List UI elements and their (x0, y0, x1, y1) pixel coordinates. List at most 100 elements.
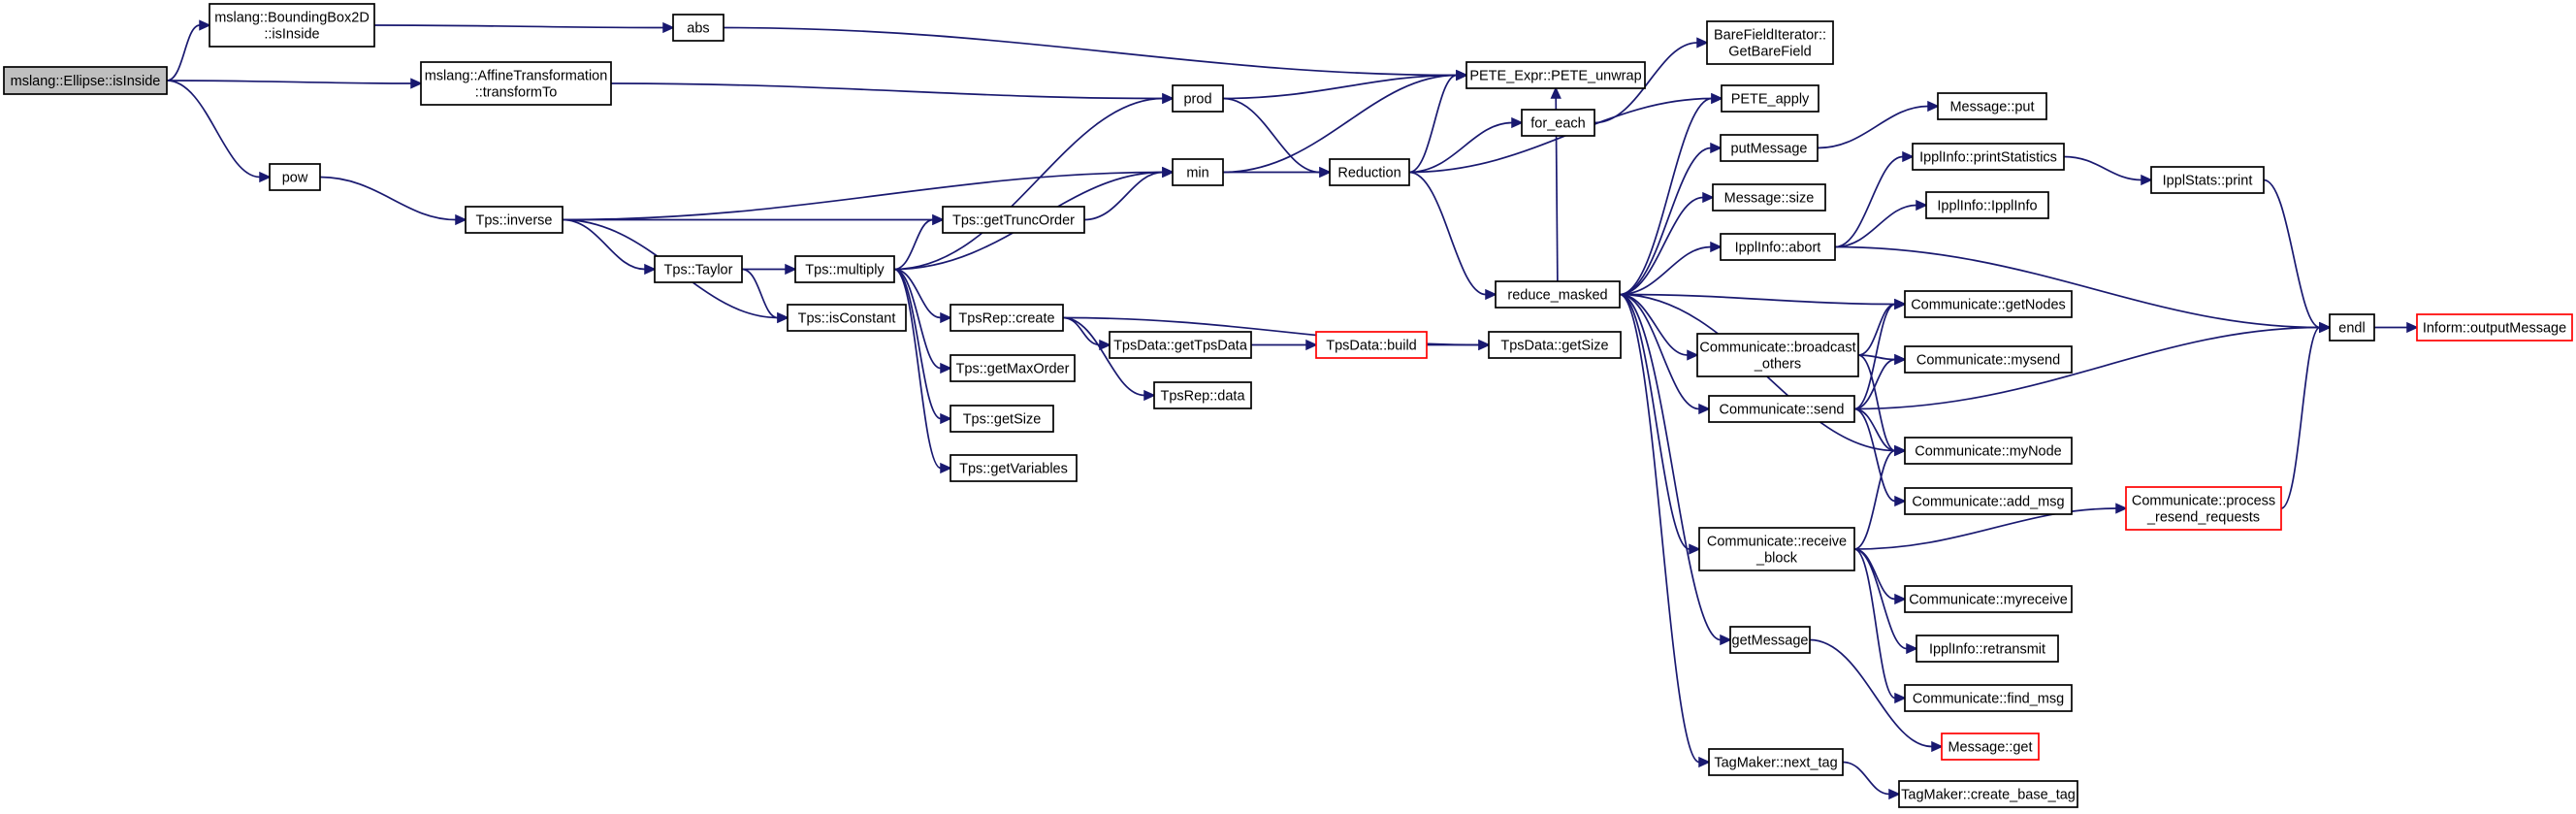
node-bbox-isinside[interactable]: mslang::BoundingBox2D::isInside (209, 3, 375, 48)
node-box (1904, 487, 2073, 515)
arrowhead (1894, 444, 1907, 457)
nodes-layer: mslang::Ellipse::isInside mslang::Boundin… (3, 3, 2573, 808)
node-abs[interactable]: abs (672, 14, 724, 42)
node-pete-unwrap[interactable]: PETE_Expr::PETE_unwrap (1465, 61, 1646, 89)
edge-affine-to-prod (610, 82, 1175, 105)
edge-line (1408, 74, 1458, 174)
node-comm-findmsg[interactable]: Communicate::find_msg (1904, 684, 2073, 712)
node-barefield[interactable]: BareFieldIterator::GetBareField (1706, 20, 1834, 65)
node-label: Reduction (1337, 166, 1401, 181)
node-tps-taylor[interactable]: Tps::Taylor (654, 255, 743, 283)
node-tagmaker-create[interactable]: TagMaker::create_base_tag (1898, 780, 2078, 808)
edge-line (1408, 121, 1513, 174)
node-comm-process[interactable]: Communicate::process_resend_requests (2125, 486, 2282, 531)
arrowhead (777, 311, 789, 324)
node-label: Message::size (1724, 191, 1815, 207)
edge-ipplstats-print-to-endl (2263, 179, 2332, 334)
node-label: mslang::AffineTransformation (425, 69, 608, 84)
node-box (209, 3, 375, 48)
node-ippl-printstats[interactable]: IpplInfo::printStatistics (1912, 143, 2065, 171)
node-affine[interactable]: mslang::AffineTransformation::transformT… (420, 61, 612, 106)
edge-min-to-reduction (1223, 166, 1332, 179)
node-message-size[interactable]: Message::size (1712, 183, 1826, 212)
node-tps-maxorder[interactable]: Tps::getMaxOrder (950, 354, 1076, 382)
node-message-get[interactable]: Message::get (1941, 733, 2040, 761)
edge-line (893, 268, 942, 370)
edge-reduce-masked-to-comm-receive (1619, 293, 1701, 555)
node-tpsdata-build[interactable]: TpsData::build (1315, 331, 1428, 359)
node-getmessage[interactable]: getMessage (1729, 626, 1811, 654)
node-comm-mysend[interactable]: Communicate::mysend (1904, 345, 2073, 374)
node-reduce-masked[interactable]: reduce_masked (1495, 280, 1621, 309)
node-tpsdata-size[interactable]: TpsData::getSize (1488, 331, 1622, 359)
edge-line (1809, 638, 1933, 748)
node-comm-getnodes[interactable]: Communicate::getNodes (1904, 290, 2073, 318)
node-box (1329, 158, 1410, 186)
node-pete-apply[interactable]: PETE_apply (1721, 84, 1819, 113)
node-pow[interactable]: pow (269, 163, 321, 191)
node-label: Tps::isConstant (798, 311, 896, 327)
node-ippl-abort[interactable]: IpplInfo::abort (1720, 233, 1836, 261)
node-ippl-retransmit[interactable]: IpplInfo::retransmit (1916, 635, 2059, 663)
edge-comm-receive-to-comm-mynode (1853, 444, 1907, 550)
node-comm-addmsg[interactable]: Communicate::add_msg (1904, 487, 2073, 515)
node-comm-receive[interactable]: Communicate::receive_block (1698, 527, 1855, 571)
node-label: Communicate::mysend (1916, 353, 2060, 369)
edge-abs-to-pete-unwrap (723, 26, 1468, 81)
node-ellipse-isinside[interactable]: mslang::Ellipse::isInside (3, 66, 168, 95)
node-tpsrep-create[interactable]: TpsRep::create (950, 304, 1064, 332)
edge-line (1817, 105, 1929, 149)
node-comm-send[interactable]: Communicate::send (1708, 395, 1855, 423)
edge-line (319, 176, 457, 221)
edge-ippl-abort-to-endl (1834, 245, 2332, 334)
node-tps-trunc[interactable]: Tps::getTruncOrder (942, 206, 1085, 234)
node-label: TpsRep::data (1160, 389, 1245, 405)
node-min[interactable]: min (1172, 158, 1224, 186)
arrowhead (1687, 349, 1699, 361)
arrowhead (1894, 692, 1907, 704)
node-for-each[interactable]: for_each (1521, 109, 1595, 137)
arrowhead (940, 311, 952, 324)
edge-line (1853, 449, 1896, 550)
node-tagmaker-next[interactable]: TagMaker::next_tag (1708, 748, 1844, 776)
node-tps-isconst[interactable]: Tps::isConstant (787, 304, 907, 332)
node-endl[interactable]: endl (2329, 313, 2375, 342)
node-box (942, 206, 1085, 234)
node-tps-vars[interactable]: Tps::getVariables (950, 454, 1078, 482)
node-box (1708, 395, 1855, 423)
node-label: Communicate::add_msg (1912, 495, 2064, 510)
node-comm-mynode[interactable]: Communicate::myNode (1904, 437, 2073, 465)
arrowhead (1720, 634, 1732, 646)
edge-line (1853, 548, 1908, 650)
node-prod[interactable]: prod (1172, 84, 1224, 113)
arrowhead (1456, 69, 1468, 81)
node-box (1172, 84, 1224, 113)
node-box (672, 14, 724, 42)
node-box (1904, 684, 2073, 712)
node-label: _others (1754, 357, 1801, 373)
node-tps-size[interactable]: Tps::getSize (950, 405, 1054, 433)
node-message-put[interactable]: Message::put (1937, 92, 2047, 120)
node-inform-output[interactable]: Inform::outputMessage (2416, 313, 2573, 342)
node-ipplstats-print[interactable]: IpplStats::print (2150, 166, 2265, 194)
node-tpsdata-get[interactable]: TpsData::getTpsData (1109, 331, 1252, 359)
node-reduction[interactable]: Reduction (1329, 158, 1410, 186)
arrowhead (1894, 593, 1907, 605)
node-ippl-ipplinfo[interactable]: IpplInfo::IpplInfo (1925, 191, 2049, 219)
node-label: Tps::getMaxOrder (956, 362, 1070, 377)
edge-line (1619, 147, 1712, 296)
node-comm-myreceive[interactable]: Communicate::myreceive (1904, 585, 2073, 613)
node-label: Tps::inverse (476, 213, 553, 229)
edge-tps-multiply-to-prod (893, 92, 1175, 271)
node-tpsrep-data[interactable]: TpsRep::data (1153, 381, 1252, 409)
edge-ippl-printstats-to-ipplstats-print (2063, 155, 2153, 186)
arrowhead (1305, 339, 1318, 351)
node-comm-broadcast[interactable]: Communicate::broadcast_others (1696, 333, 1859, 377)
edge-line (2280, 326, 2321, 509)
node-putmessage[interactable]: putMessage (1720, 134, 1819, 162)
node-tps-multiply[interactable]: Tps::multiply (794, 255, 895, 283)
edge-tps-multiply-to-tps-vars (893, 268, 952, 474)
edge-line (1594, 42, 1698, 124)
node-tps-inverse[interactable]: Tps::inverse (465, 206, 564, 234)
node-box (1708, 748, 1844, 776)
